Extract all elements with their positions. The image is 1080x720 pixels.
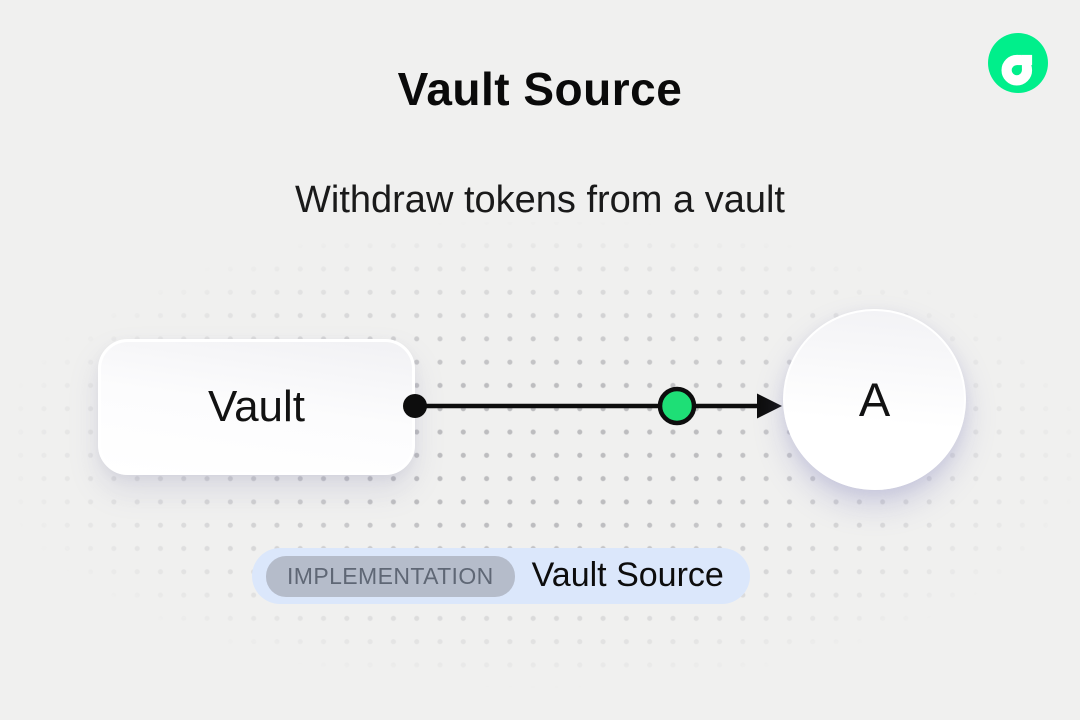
page-title: Vault Source — [397, 63, 683, 115]
implementation-label: Vault Source — [531, 555, 724, 594]
account-node: A — [783, 309, 966, 490]
start-dot-icon — [403, 394, 427, 418]
implementation-badge: IMPLEMENTATION Vault Source — [252, 548, 750, 604]
arrowhead-icon — [757, 393, 782, 419]
page-subtitle: Withdraw tokens from a vault — [295, 179, 785, 221]
flow-logo-icon — [988, 33, 1048, 93]
vault-node: Vault — [98, 339, 415, 475]
implementation-tag: IMPLEMENTATION — [266, 555, 515, 597]
event-dot-icon — [657, 386, 697, 426]
connector-arrow — [403, 386, 782, 426]
vault-node-label: Vault — [207, 382, 306, 431]
account-node-label: A — [858, 373, 891, 426]
